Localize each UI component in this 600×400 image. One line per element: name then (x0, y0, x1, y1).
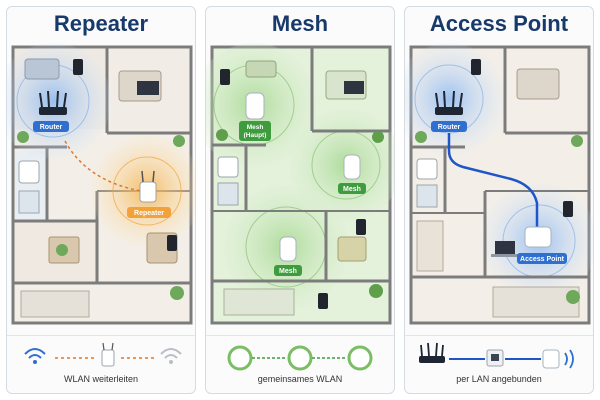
panel-title: Access Point (429, 11, 569, 36)
router-icon (39, 90, 67, 115)
floor-plan: Router Access Point (405, 43, 593, 325)
repeater-icon (101, 342, 115, 367)
access-point-label: Access Point (520, 256, 565, 263)
mesh-ring-icon (287, 345, 313, 371)
floor-plan: Mesh (Haupt) Mesh Mesh (206, 43, 394, 325)
mesh-node-icon (245, 92, 265, 120)
phone-icon (167, 235, 177, 251)
repeater-label: Repeater (134, 210, 164, 217)
repeater-icon (139, 170, 157, 203)
legend: per LAN angebunden (405, 335, 593, 392)
wifi-icon (160, 348, 182, 364)
phone-icon (563, 201, 573, 217)
router-label: Router (40, 124, 63, 131)
legend: gemeinsames WLAN (206, 335, 394, 392)
mesh-node-label: Mesh (279, 268, 297, 275)
laptop-icon (491, 241, 519, 257)
access-point-icon (524, 226, 552, 248)
panel-mesh: Mesh (205, 6, 395, 394)
panel-title: Repeater (53, 11, 149, 36)
floor-plan: Router Repeater (7, 43, 195, 325)
panel-repeater: Repeater (6, 6, 196, 394)
mesh-main-label: Mesh (247, 124, 264, 131)
mesh-node-icon (343, 154, 361, 180)
wifi-icon (24, 348, 46, 364)
mesh-node-icon (279, 236, 297, 262)
legend-caption: gemeinsames WLAN (257, 374, 343, 384)
phone-icon (73, 59, 83, 75)
legend: WLAN weiterleiten (7, 335, 195, 392)
wifi-signal-icon (564, 349, 574, 369)
phone-icon (220, 69, 230, 85)
panel-title: Mesh (271, 11, 329, 36)
router-icon (419, 342, 445, 363)
access-point-icon (542, 349, 560, 369)
ethernet-port-icon (486, 349, 504, 367)
mesh-node-label: Mesh (343, 186, 361, 193)
phone-icon (318, 293, 328, 309)
phone-icon (356, 219, 366, 235)
router-label: Router (438, 124, 461, 131)
mesh-ring-icon (227, 345, 253, 371)
legend-caption: WLAN weiterleiten (63, 374, 139, 384)
phone-icon (471, 59, 481, 75)
router-icon (435, 90, 463, 115)
mesh-main-sublabel: (Haupt) (244, 132, 267, 139)
panel-access-point: Access Point (404, 6, 594, 394)
mesh-ring-icon (347, 345, 373, 371)
legend-caption: per LAN angebunden (456, 374, 542, 384)
